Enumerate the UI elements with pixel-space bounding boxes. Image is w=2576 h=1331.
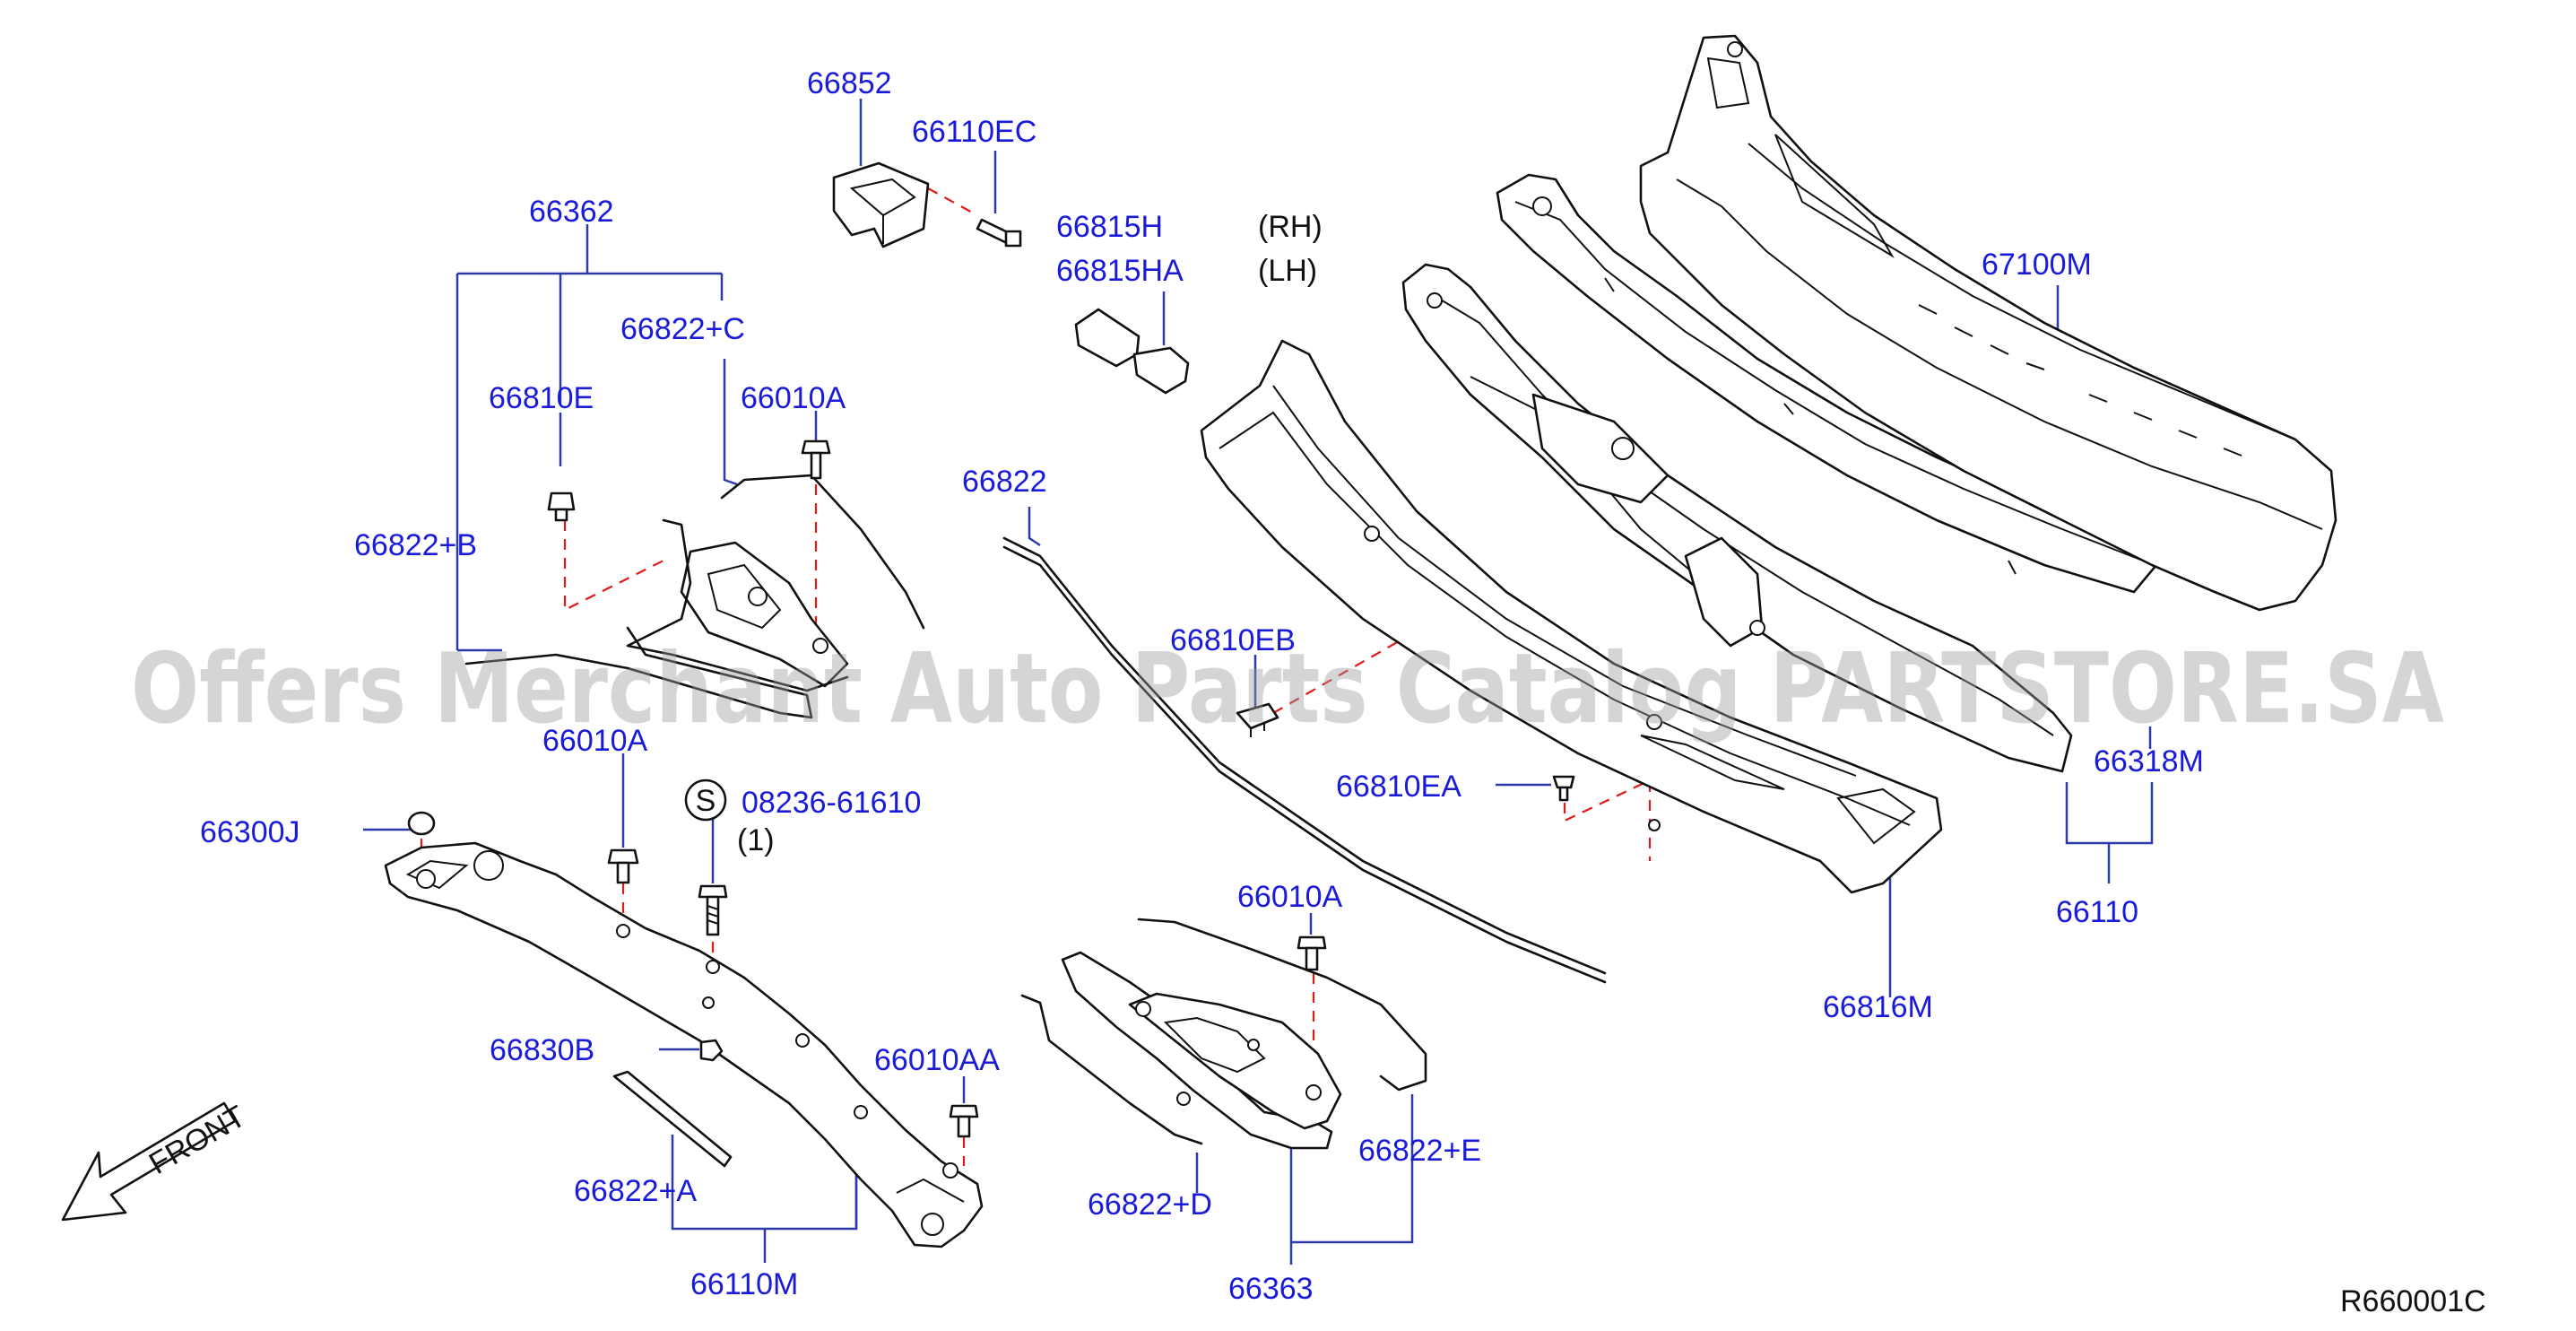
label-66010aa: 66010AA (874, 1043, 1000, 1077)
label-66822a: 66822+A (574, 1174, 697, 1208)
label-66110m: 66110M (690, 1267, 798, 1301)
cowl-top-66816m (1200, 339, 1943, 894)
bolt-66010a-left (607, 848, 639, 884)
side-lh: (LH) (1258, 254, 1317, 288)
bolt-66010a-top (801, 439, 831, 480)
label-66318m: 66318M (2094, 744, 2204, 779)
label-66852: 66852 (807, 66, 892, 100)
nut-66830b (699, 1039, 724, 1062)
quantity-note: (1) (737, 823, 775, 857)
service-symbol-letter: S (696, 784, 716, 818)
label-66010a-left: 66010A (542, 724, 648, 758)
label-66110: 66110 (2056, 895, 2138, 929)
front-arrow (61, 1101, 237, 1222)
service-symbol: S (684, 779, 727, 822)
label-66362: 66362 (529, 195, 614, 229)
label-66810ea: 66810EA (1336, 770, 1461, 804)
cowl-upper-67100m (1639, 34, 2337, 612)
grommet-66300j (407, 811, 436, 836)
bolt-66010aa (949, 1104, 979, 1138)
diagram-code: R660001C (2340, 1284, 2486, 1318)
label-66810e: 66810E (489, 381, 594, 415)
bracket-66363 (1020, 918, 1427, 1150)
label-66822d: 66822+D (1088, 1187, 1212, 1222)
seal-66822a (612, 1070, 733, 1168)
label-66110ec: 66110EC (912, 115, 1036, 149)
label-08236: 08236-61610 (742, 786, 921, 820)
block-66815h (1074, 308, 1190, 395)
seal-66822 (1002, 536, 1607, 975)
label-67100m: 67100M (1982, 248, 2092, 282)
part-labels: 66852 66110EC 66362 66822+C 66810E 66010… (200, 66, 2204, 1306)
watermark: Offers Merchant Auto Parts Catalog PARTS… (131, 633, 2444, 745)
label-66300j: 66300J (200, 815, 300, 849)
bolt-66010a-bottom (1297, 935, 1327, 971)
seal-66822b (464, 653, 813, 719)
label-66363: 66363 (1228, 1272, 1314, 1306)
label-66822c: 66822+C (620, 312, 745, 346)
clip-66810eb (1236, 702, 1279, 737)
front-label: FRONT (143, 1099, 251, 1180)
bolt-66110ec (976, 218, 1022, 248)
label-66822: 66822 (962, 465, 1047, 499)
label-66010a-top: 66010A (741, 381, 846, 415)
side-rh: (RH) (1258, 210, 1323, 244)
label-66815ha: 66815HA (1056, 254, 1184, 288)
bolt-08236 (698, 884, 728, 936)
label-66010a-bottom: 66010A (1237, 880, 1343, 914)
clip-66810e (547, 492, 576, 522)
clip-66810ea (1552, 775, 1575, 802)
label-66810eb: 66810EB (1170, 623, 1296, 657)
label-66815h: 66815H (1056, 210, 1163, 244)
bracket-66110m (384, 841, 984, 1248)
bracket-66362 (626, 474, 925, 719)
label-66822b: 66822+B (354, 528, 477, 562)
leader-lines (363, 99, 2154, 1265)
bracket-66852 (832, 161, 930, 248)
label-66816m: 66816M (1823, 990, 1933, 1024)
seal-66822-edge (1002, 545, 1607, 984)
label-66830b: 66830B (490, 1033, 594, 1067)
panel-66318m (1401, 263, 2073, 773)
label-66822e: 66822+E (1358, 1134, 1481, 1168)
